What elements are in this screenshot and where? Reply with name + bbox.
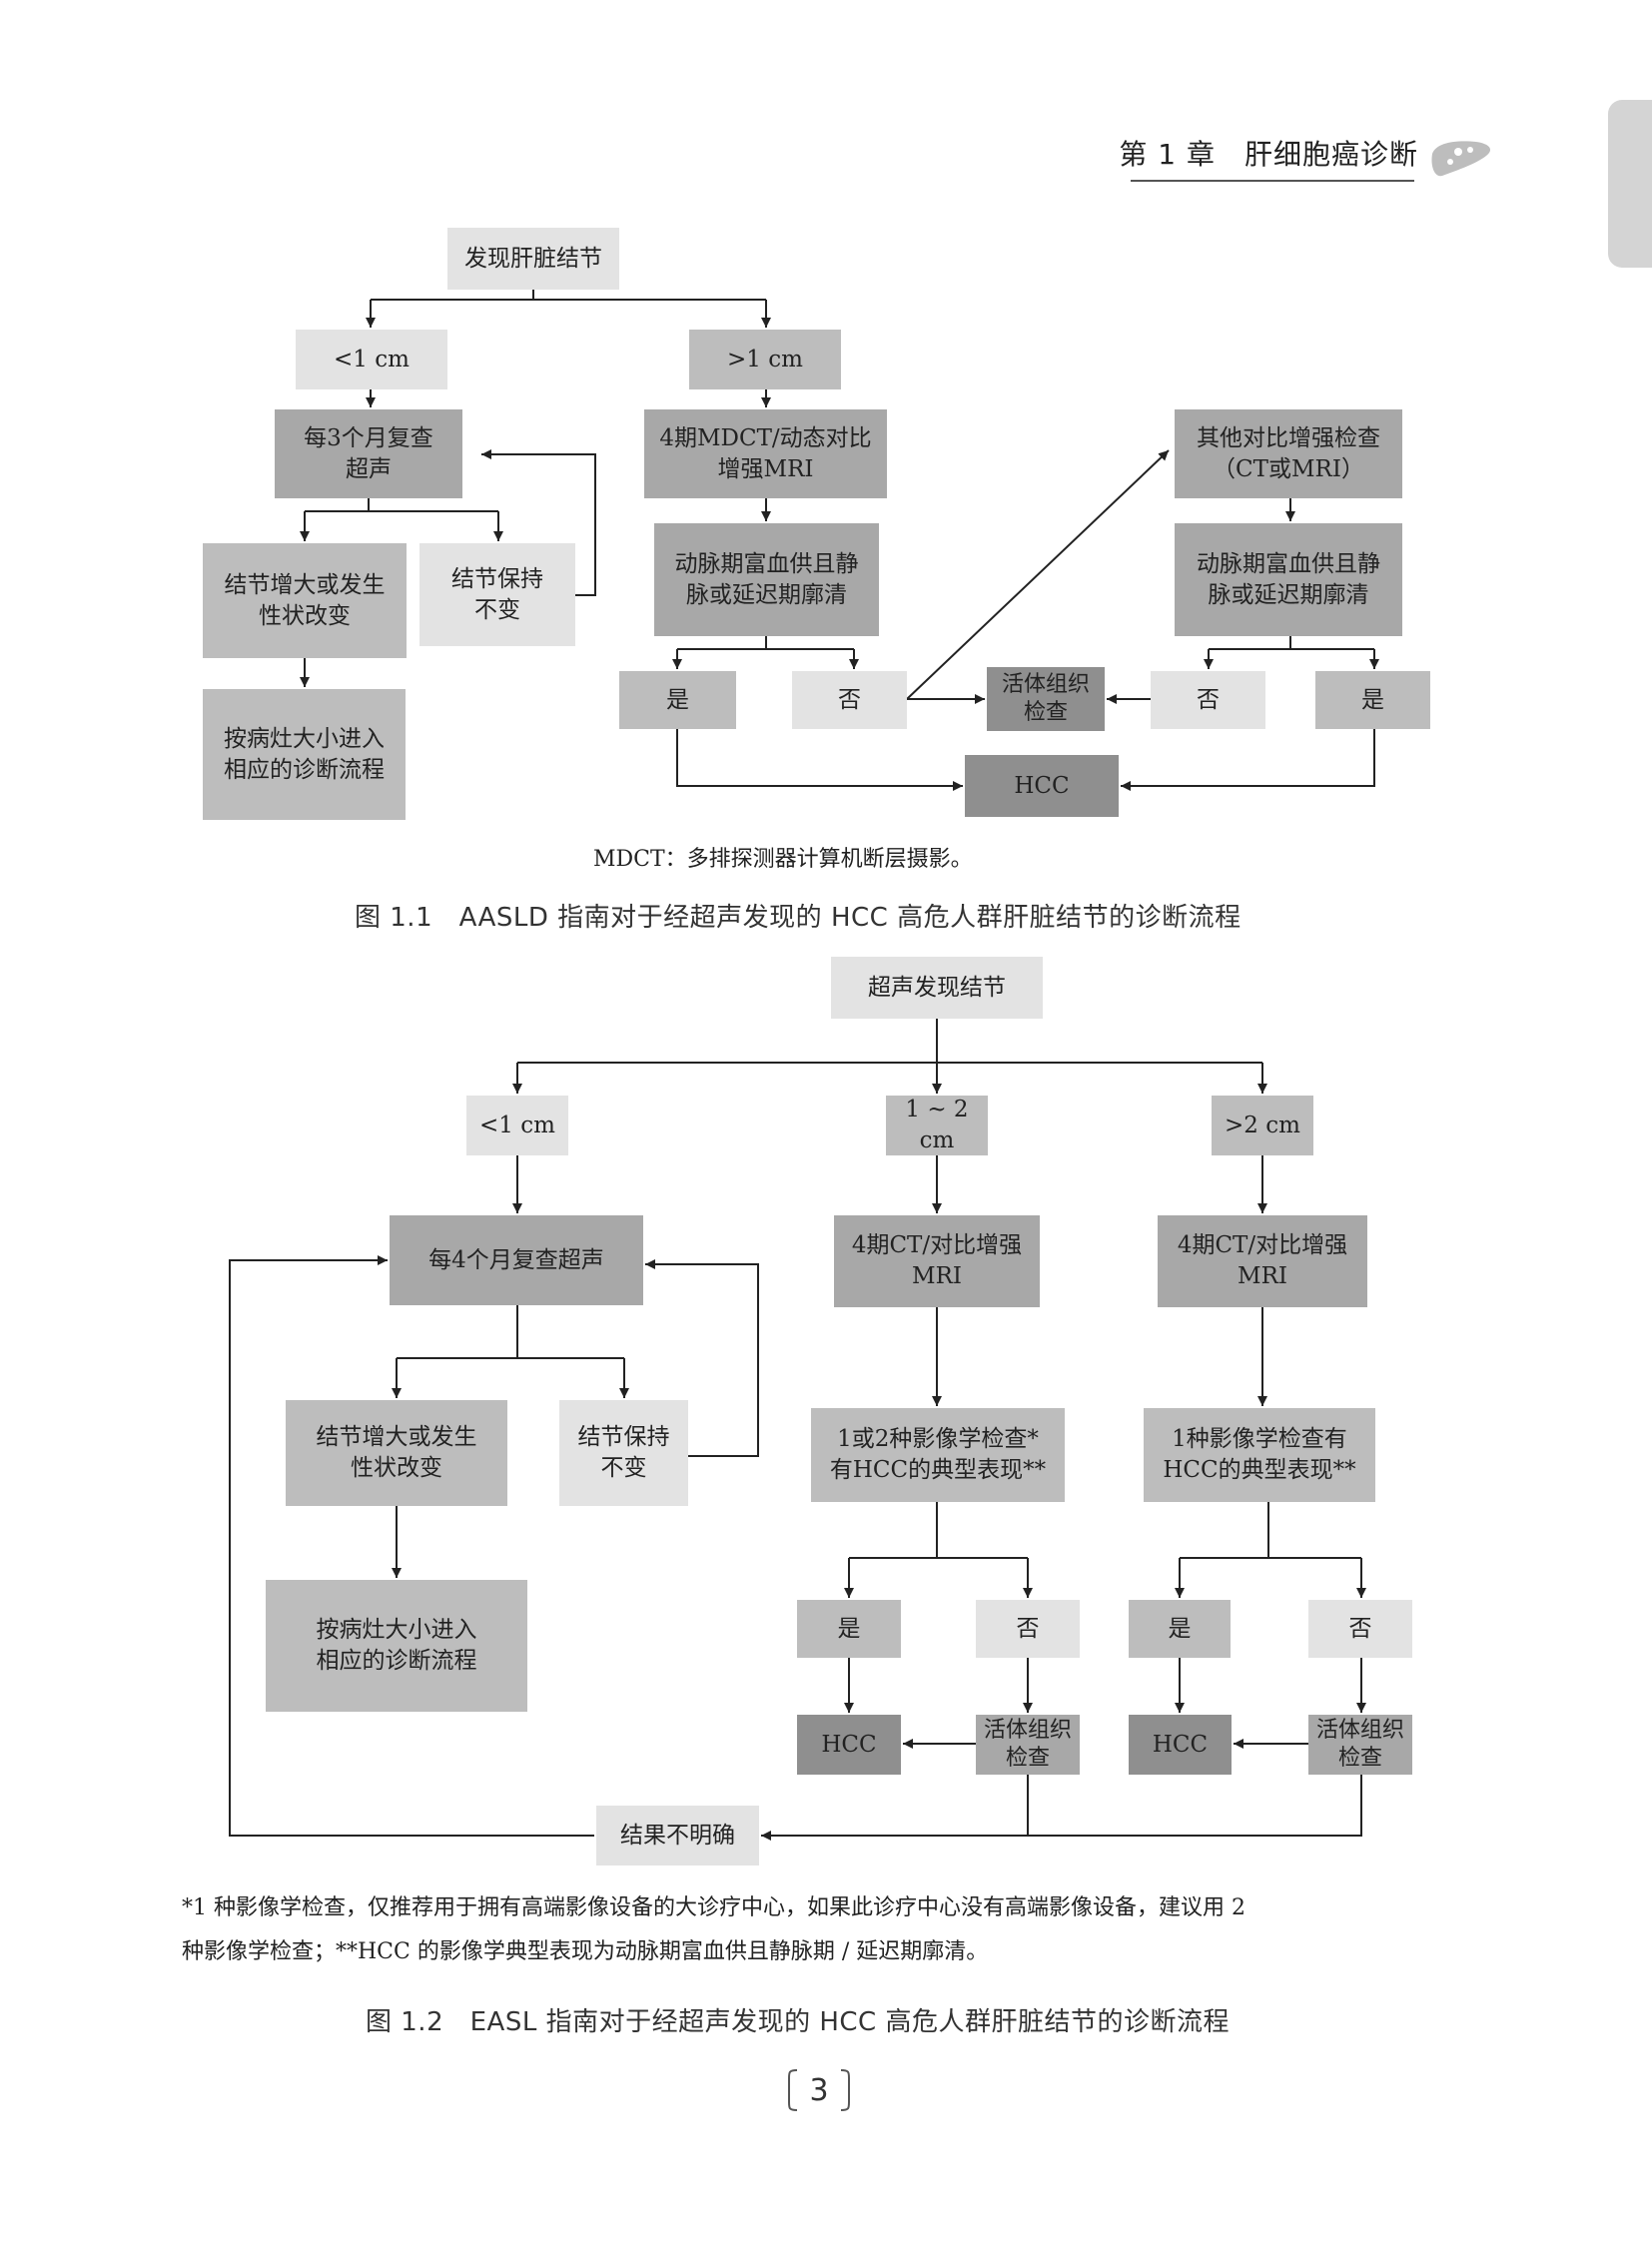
fig2-mid-ct-box: 4期CT/对比增强 MRI (834, 1215, 1040, 1307)
fig1-no-box: 否 (792, 671, 907, 729)
fig2-large-biopsy-box: 活体组织 检查 (1308, 1715, 1412, 1775)
fig1-other-yes-box: 是 (1315, 671, 1430, 729)
fig2-caption: 图 1.2 EASL 指南对于经超声发现的 HCC 高危人群肝脏结节的诊断流程 (366, 2007, 1230, 2037)
page-number-value: 3 (809, 2072, 829, 2108)
page-number: 3 (759, 2067, 879, 2113)
fig1-mdct-box: 4期MDCT/动态对比 增强MRI (644, 409, 887, 498)
fig2-mid-imaging-box: 1或2种影像学检查* 有HCC的典型表现** (811, 1408, 1065, 1502)
fig1-other-enhance-box: 动脉期富血供且静 脉或延迟期廓清 (1175, 523, 1402, 636)
fig2-large-hcc-box: HCC (1129, 1715, 1232, 1775)
fig2-mid-biopsy-box: 活体组织 检查 (976, 1715, 1080, 1775)
fig1-stable-box: 结节保持 不变 (419, 543, 575, 646)
fig2-stable-box: 结节保持 不变 (559, 1400, 688, 1506)
fig1-other-exam-box: 其他对比增强检查 （CT或MRI） (1175, 409, 1402, 498)
fig2-start-box: 超声发现结节 (831, 957, 1043, 1019)
fig1-biopsy-box: 活体组织 检查 (987, 667, 1105, 731)
fig1-large-size-box: >1 cm (689, 330, 841, 389)
fig2-mid-no-box: 否 (976, 1600, 1080, 1658)
fig2-footnote-line1: *1 种影像学检查，仅推荐用于拥有高端影像设备的大诊疗中心，如果此诊疗中心没有高… (182, 1895, 1245, 1920)
fig1-followup-box: 按病灶大小进入 相应的诊断流程 (203, 689, 406, 820)
fig2-large-yes-box: 是 (1129, 1600, 1231, 1658)
fig2-footnote-line2: 种影像学检查；**HCC 的影像学典型表现为动脉期富血供且静脉期 / 延迟期廓清… (182, 1939, 989, 1964)
chapter-side-tab (1608, 100, 1652, 268)
fig2-followup-box: 按病灶大小进入 相应的诊断流程 (266, 1580, 527, 1712)
fig2-large-imaging-box: 1种影像学检查有 HCC的典型表现** (1144, 1408, 1375, 1502)
fig1-caption: 图 1.1 AASLD 指南对于经超声发现的 HCC 高危人群肝脏结节的诊断流程 (355, 903, 1241, 933)
fig2-mid-size-box: 1 ~ 2 cm (886, 1096, 988, 1155)
fig1-abbreviation-note: MDCT：多排探测器计算机断层摄影。 (593, 847, 973, 872)
fig1-hcc-box: HCC (965, 755, 1119, 817)
fig1-start-box: 发现肝脏结节 (447, 228, 619, 290)
fig2-recheck-box: 每4个月复查超声 (390, 1215, 643, 1305)
fig2-large-no-box: 否 (1308, 1600, 1412, 1658)
fig2-grow-box: 结节增大或发生 性状改变 (286, 1400, 507, 1506)
fig2-unclear-box: 结果不明确 (596, 1806, 759, 1866)
fig2-small-size-box: <1 cm (466, 1096, 568, 1155)
fig1-other-no-box: 否 (1151, 671, 1265, 729)
header-rule (1131, 180, 1414, 182)
fig2-large-size-box: >2 cm (1212, 1096, 1313, 1155)
fig2-large-ct-box: 4期CT/对比增强 MRI (1158, 1215, 1367, 1307)
fig2-mid-yes-box: 是 (797, 1600, 901, 1658)
chapter-title: 第 1 章 肝细胞癌诊断 (1119, 138, 1418, 171)
fig1-recheck-box: 每3个月复查 超声 (275, 409, 462, 498)
fig1-small-size-box: <1 cm (296, 330, 447, 389)
fig1-enhance-box: 动脉期富血供且静 脉或延迟期廓清 (654, 523, 879, 636)
fig2-mid-hcc-box: HCC (797, 1715, 901, 1775)
fig1-yes-box: 是 (619, 671, 736, 729)
fig1-grow-box: 结节增大或发生 性状改变 (203, 543, 407, 658)
liver-icon (1428, 136, 1496, 180)
